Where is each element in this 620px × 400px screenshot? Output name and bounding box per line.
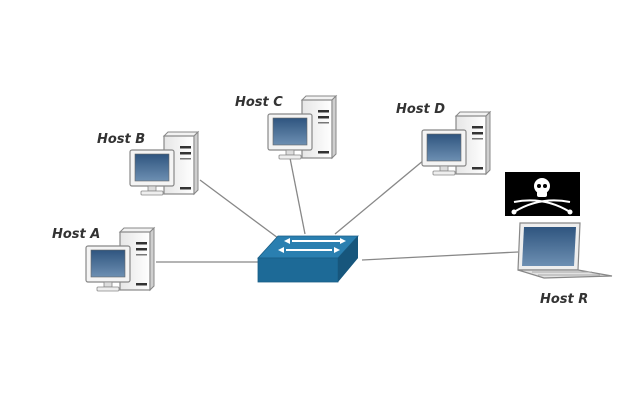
network-switch[interactable] bbox=[257, 235, 359, 283]
links bbox=[156, 157, 519, 263]
host-b-label: Host B bbox=[97, 132, 145, 147]
desktop-computer-icon bbox=[421, 111, 491, 176]
pirate-flag-icon bbox=[505, 172, 580, 216]
host-b[interactable]: Host B bbox=[97, 131, 199, 196]
laptop-icon bbox=[517, 222, 613, 279]
host-a-label: Host A bbox=[52, 227, 100, 242]
host-r[interactable]: Host R bbox=[505, 172, 613, 307]
link-host-d bbox=[334, 159, 425, 235]
link-host-c bbox=[289, 157, 306, 235]
host-d-label: Host D bbox=[396, 102, 445, 117]
switch-arrows-icon bbox=[278, 238, 346, 253]
link-host-b bbox=[199, 179, 279, 239]
host-c[interactable]: Host C bbox=[235, 95, 337, 160]
host-a[interactable]: Host A bbox=[52, 227, 155, 292]
host-c-label: Host C bbox=[235, 95, 283, 110]
host-r-label: Host R bbox=[540, 292, 588, 307]
link-host-r bbox=[361, 251, 519, 261]
host-d[interactable]: Host D bbox=[396, 102, 491, 176]
